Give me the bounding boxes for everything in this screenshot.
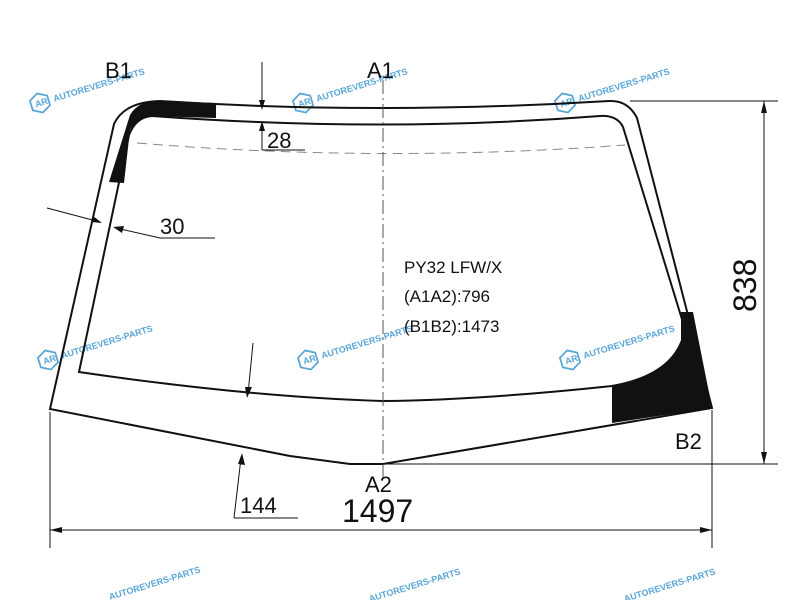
top-band-arrowhead-lower bbox=[259, 121, 265, 131]
watermark-text: AUTOREVERS-PARTS bbox=[315, 66, 409, 103]
windshield-inner-contour bbox=[77, 114, 694, 403]
b2-black-corner bbox=[612, 312, 712, 423]
dim-side-band: 30 bbox=[160, 214, 184, 239]
bottom-band-arrow-line bbox=[247, 342, 254, 395]
bottom-band-arrow-line-lower bbox=[233, 457, 242, 519]
visible-area-dashed-line bbox=[136, 142, 626, 155]
watermark: AR AUTOREVERS-PARTS bbox=[36, 323, 154, 371]
point-label-b1: B1 bbox=[105, 58, 132, 83]
watermark-text: AUTOREVERS-PARTS bbox=[368, 567, 462, 600]
watermark: AUTOREVERS-PARTS bbox=[108, 565, 202, 600]
watermark: AR AUTOREVERS-PARTS bbox=[296, 323, 414, 371]
watermark-text: AUTOREVERS-PARTS bbox=[577, 66, 671, 103]
watermark-text: AUTOREVERS-PARTS bbox=[623, 567, 717, 600]
watermark-logo-icon bbox=[28, 92, 52, 114]
dim-width: 1497 bbox=[342, 493, 413, 529]
height-arrowhead-bottom bbox=[761, 452, 767, 464]
watermark-logo-text: AR bbox=[302, 353, 318, 367]
watermark-text: AUTOREVERS-PARTS bbox=[108, 565, 202, 600]
side-band-arrow-line bbox=[46, 207, 101, 223]
b1-black-corner bbox=[109, 101, 216, 183]
point-label-a2: A2 bbox=[365, 472, 392, 497]
watermark-text: AUTOREVERS-PARTS bbox=[320, 323, 414, 360]
point-label-b2: B2 bbox=[675, 429, 702, 454]
bottom-band-arrowhead bbox=[245, 387, 252, 398]
side-band-arrowhead-inner bbox=[113, 226, 124, 233]
part-a1a2: (A1A2):796 bbox=[404, 287, 490, 306]
watermark-logo-icon bbox=[296, 349, 320, 371]
dim-bottom-band: 144 bbox=[240, 493, 277, 518]
watermark-logo-text: AR bbox=[34, 96, 50, 110]
watermark-logo-icon bbox=[558, 349, 582, 371]
windshield-outer-contour bbox=[48, 99, 714, 465]
top-band-arrowhead bbox=[259, 100, 265, 110]
watermark: AR AUTOREVERS-PARTS bbox=[558, 323, 676, 371]
dim-top-band: 28 bbox=[267, 128, 291, 153]
watermark: AR AUTOREVERS-PARTS bbox=[553, 66, 671, 114]
watermark-logo-text: AR bbox=[297, 96, 313, 110]
width-arrowhead-right bbox=[700, 527, 712, 533]
part-b1b2: (B1B2):1473 bbox=[404, 317, 499, 336]
watermark-logo-icon bbox=[36, 349, 60, 371]
watermark-text: AUTOREVERS-PARTS bbox=[60, 323, 154, 360]
watermark-logo-icon bbox=[291, 92, 315, 114]
side-band-arrow-line-inner bbox=[115, 227, 161, 239]
side-band-arrowhead bbox=[91, 216, 102, 223]
watermark: AUTOREVERS-PARTS bbox=[368, 567, 462, 600]
bottom-band-arrowhead-lower bbox=[238, 453, 245, 465]
point-label-a1: A1 bbox=[367, 58, 394, 83]
watermark-logo-icon bbox=[553, 92, 577, 114]
width-arrowhead-left bbox=[50, 527, 62, 533]
height-arrowhead-top bbox=[761, 101, 767, 113]
dim-height: 838 bbox=[727, 259, 763, 312]
part-code: PY32 LFW/X bbox=[404, 258, 502, 277]
watermark-logo-text: AR bbox=[564, 353, 580, 367]
watermark-text: AUTOREVERS-PARTS bbox=[582, 323, 676, 360]
watermark-logo-text: AR bbox=[42, 353, 58, 367]
watermark: AUTOREVERS-PARTS bbox=[623, 567, 717, 600]
